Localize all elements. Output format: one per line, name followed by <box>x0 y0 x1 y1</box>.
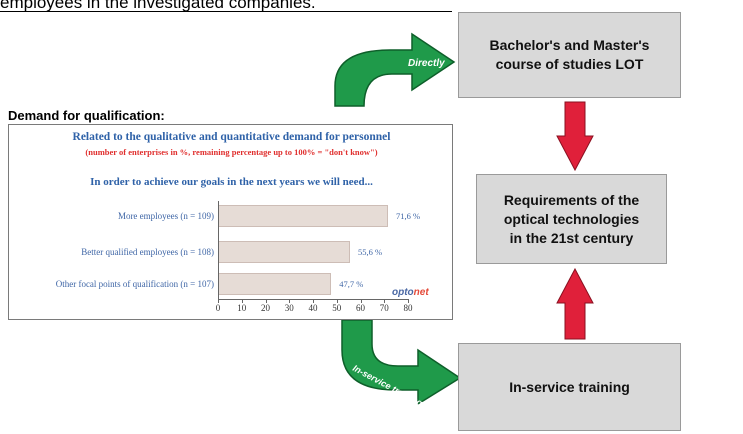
x-tick-mark <box>265 299 267 303</box>
y-axis-line <box>218 201 219 299</box>
x-tick-label: 50 <box>332 303 342 313</box>
value-label: 47,7 % <box>339 279 364 289</box>
bar <box>218 273 332 295</box>
x-tick-label: 70 <box>379 303 389 313</box>
x-tick-label: 30 <box>284 303 294 313</box>
x-tick-mark <box>218 299 219 303</box>
x-tick-mark <box>360 299 362 303</box>
x-tick-label: 0 <box>215 303 221 313</box>
x-tick-mark <box>336 299 338 303</box>
bar <box>218 205 389 227</box>
down-arrow-icon <box>556 101 594 172</box>
bachelor-master-box: Bachelor's and Master's course of studie… <box>458 12 681 98</box>
top-divider <box>0 11 452 12</box>
x-tick-mark <box>289 299 291 303</box>
x-tick-mark <box>408 299 409 303</box>
directly-label: Directly <box>408 58 445 69</box>
x-tick-mark <box>241 299 243 303</box>
chart-subtitle: (number of enterprises in %, remaining p… <box>85 147 378 157</box>
x-tick-label: 80 <box>403 303 413 313</box>
category-label: More employees (n = 109) <box>117 211 214 221</box>
up-arrow-icon <box>556 267 594 340</box>
demand-heading: Demand for qualification: <box>8 108 165 123</box>
x-tick-mark <box>313 299 314 303</box>
category-label: Better qualified employees (n = 108) <box>81 247 214 257</box>
optonet-logo: optonet <box>392 287 429 298</box>
chart-lead-text: In order to achieve our goals in the nex… <box>90 176 373 188</box>
inservice-training-box: In-service training <box>458 343 681 431</box>
chart-plot-area: More employees (n = 109) 71,6 % Better qua… <box>9 125 454 321</box>
inservice-arrow-icon: In-service training <box>341 320 462 405</box>
chart-title: Related to the qualitative and quantitat… <box>72 131 391 143</box>
bar <box>218 241 351 263</box>
x-tick-label: 60 <box>356 303 365 313</box>
x-tick-mark <box>384 299 386 303</box>
requirements-box: Requirements of the optical technologies… <box>476 174 667 264</box>
survey-chart: Related to the qualitative and quantitat… <box>8 124 453 320</box>
value-label: 55,6 % <box>358 247 383 257</box>
directly-arrow-icon: Directly <box>334 32 456 107</box>
category-label: Other focal points of qualification (n =… <box>55 279 214 289</box>
value-label: 71,6 % <box>396 211 421 221</box>
x-tick-label: 20 <box>261 303 270 313</box>
top-caption-text: employees in the investigated companies. <box>0 0 316 12</box>
x-tick-label: 10 <box>237 303 247 313</box>
x-tick-label: 40 <box>308 303 318 313</box>
